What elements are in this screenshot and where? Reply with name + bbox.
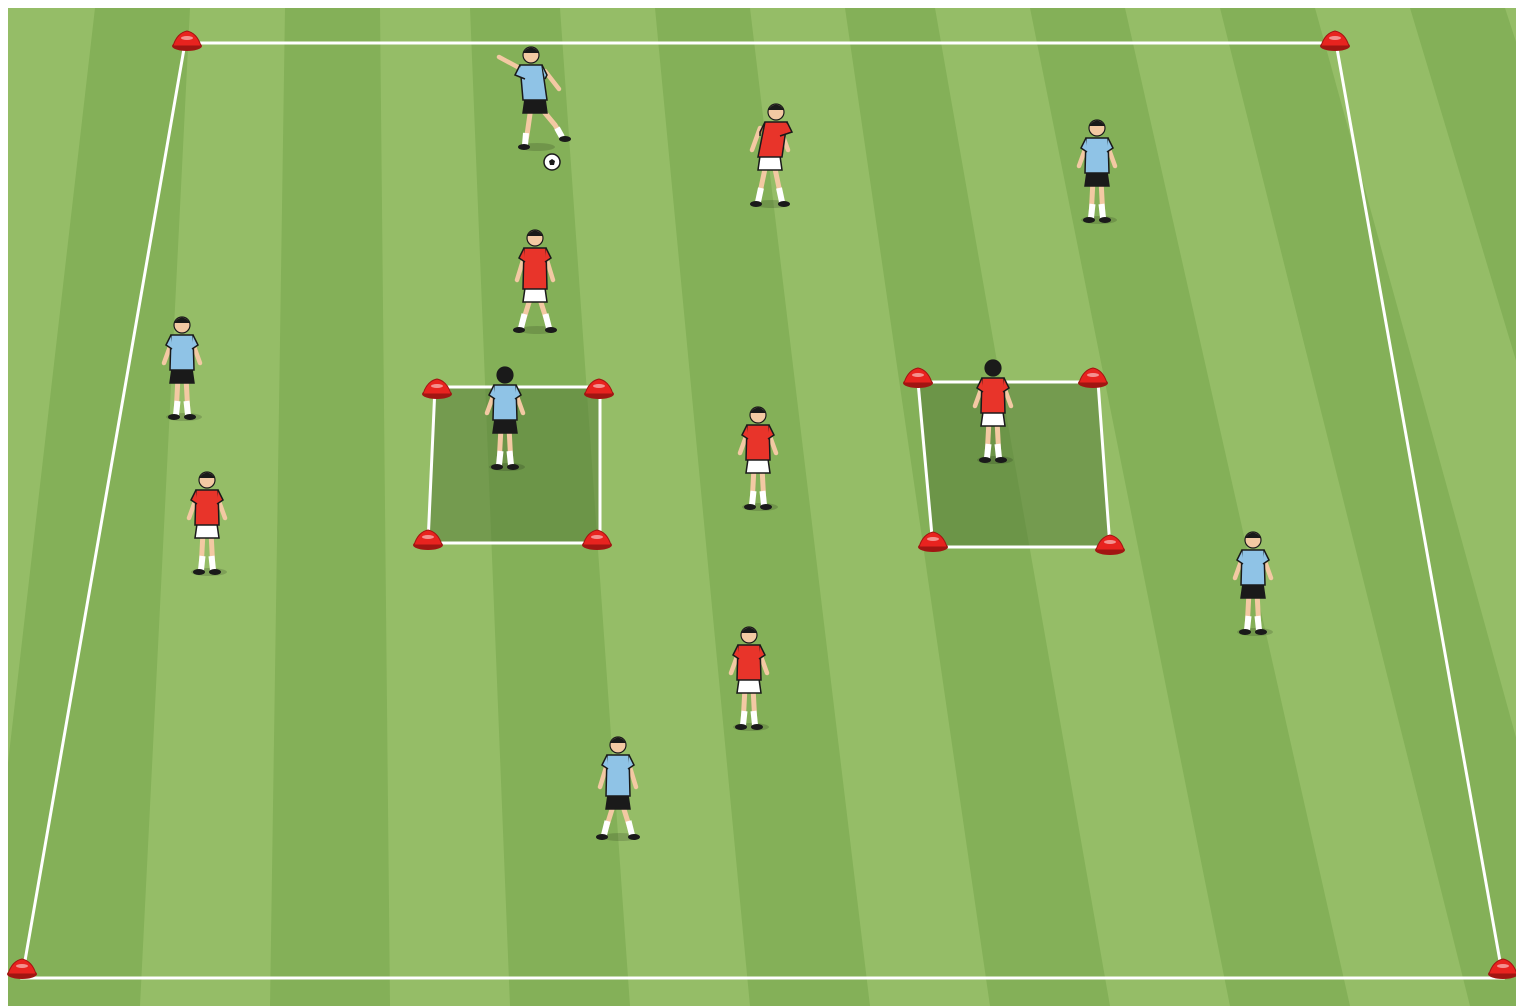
grass-stripe — [270, 8, 390, 1006]
target-zone — [918, 382, 1110, 547]
soccer-ball-icon — [544, 154, 560, 170]
ball-layer — [544, 154, 560, 170]
